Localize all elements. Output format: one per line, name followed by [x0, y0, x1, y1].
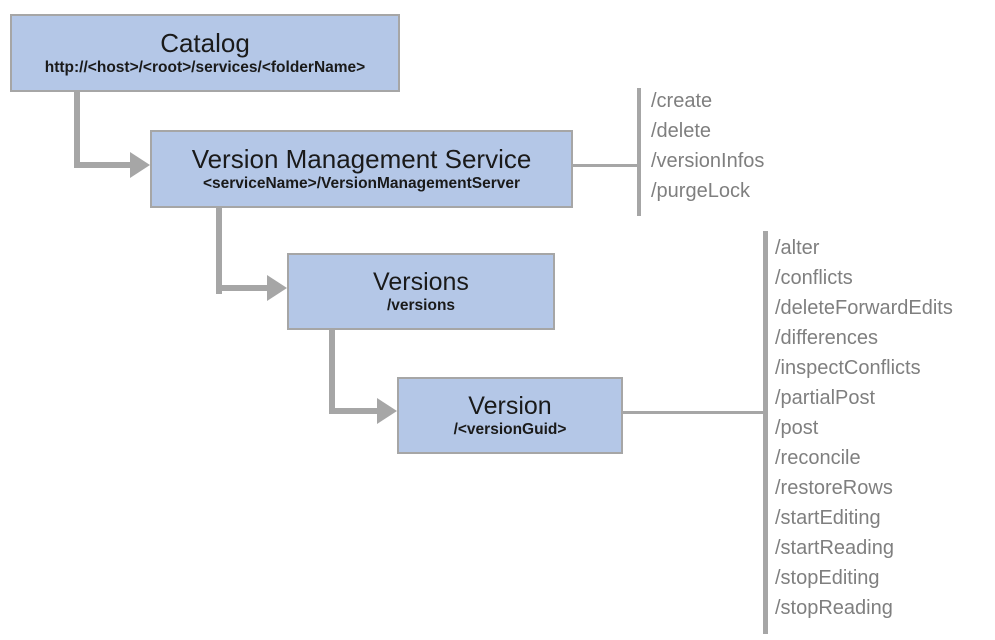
operation-item: /startReading: [775, 537, 894, 559]
connector-version-to-operations: [623, 411, 763, 414]
operation-item: /create: [651, 90, 713, 112]
node-catalog: Catalog http://<host>/<root>/services/<f…: [10, 14, 400, 92]
node-vms-title: Version Management Service: [191, 143, 532, 174]
node-catalog-url: http://<host>/<root>/services/<folderNam…: [44, 59, 366, 77]
vms-operations-list: /create/delete/versionInfos/purgeLock: [651, 86, 764, 206]
vms-operations-bracket-bar: [637, 88, 641, 216]
operation-item: /startEditing: [775, 507, 881, 529]
connector-vms-to-versions-vertical: [216, 208, 222, 294]
arrowhead-right-icon: [267, 275, 287, 301]
node-versions-url: /versions: [386, 297, 456, 314]
node-version-title: Version: [468, 392, 552, 420]
operation-item: /versionInfos: [651, 150, 765, 172]
operation-item: /inspectConflicts: [775, 357, 921, 379]
connector-vms-to-operations: [573, 164, 637, 167]
node-catalog-title: Catalog: [160, 27, 250, 58]
arrowhead-right-icon: [130, 152, 150, 178]
operation-item: /delete: [651, 120, 712, 142]
operation-item: /stopReading: [775, 597, 893, 619]
connector-versions-to-version-horizontal: [329, 408, 379, 414]
operation-item: /post: [775, 417, 819, 439]
node-version-management-service: Version Management Service <serviceName>…: [150, 130, 573, 208]
node-versions: Versions /versions: [287, 253, 555, 330]
connector-vms-to-versions-horizontal: [216, 285, 269, 291]
operation-item: /partialPost: [775, 387, 876, 409]
operation-item: /stopEditing: [775, 567, 880, 589]
arrowhead-right-icon: [377, 398, 397, 424]
operation-item: /purgeLock: [651, 180, 750, 202]
operation-item: /reconcile: [775, 447, 861, 469]
operation-item: /deleteForwardEdits: [775, 297, 953, 319]
connector-versions-to-version-vertical: [329, 330, 335, 414]
node-version: Version /<versionGuid>: [397, 377, 623, 454]
connector-catalog-to-vms-vertical: [74, 92, 80, 168]
operation-item: /restoreRows: [775, 477, 893, 499]
node-versions-title: Versions: [373, 268, 469, 296]
operation-item: /alter: [775, 237, 820, 259]
operation-item: /differences: [775, 327, 879, 349]
version-operations-list: /alter/conflicts/deleteForwardEdits/diff…: [775, 233, 953, 623]
node-vms-url: <serviceName>/VersionManagementServer: [202, 175, 521, 193]
node-version-url: /<versionGuid>: [453, 421, 567, 438]
connector-catalog-to-vms-horizontal: [74, 162, 132, 168]
version-operations-bracket-bar: [763, 231, 768, 634]
operation-item: /conflicts: [775, 267, 853, 289]
